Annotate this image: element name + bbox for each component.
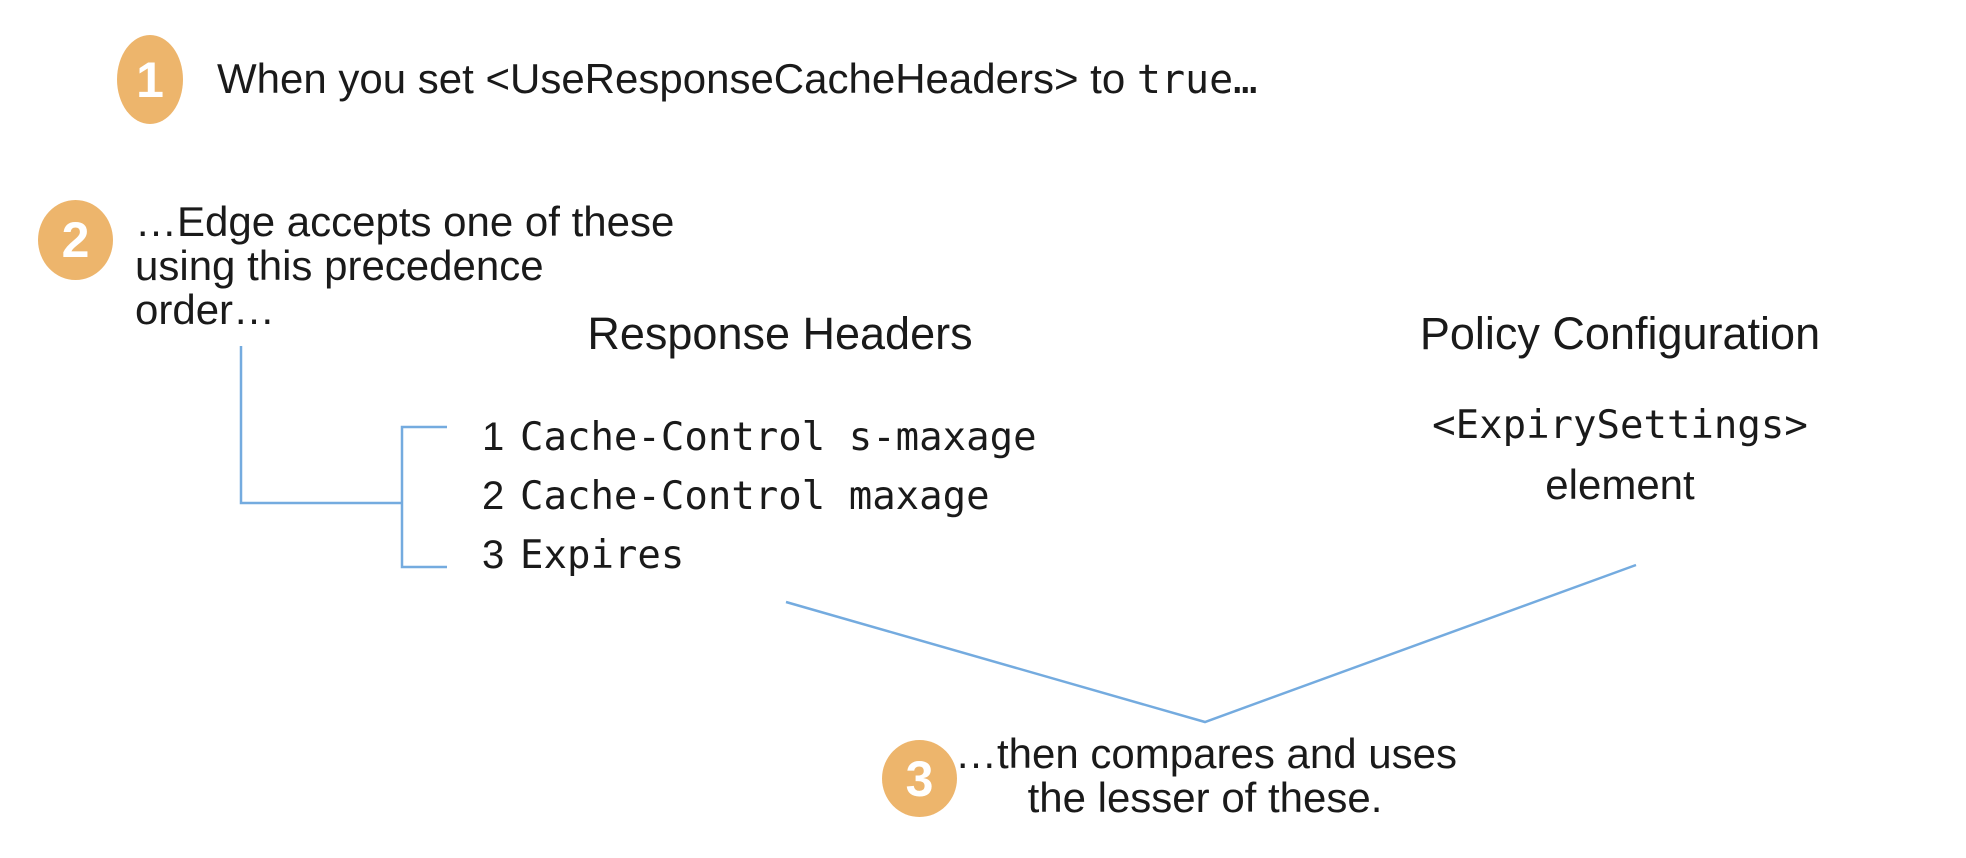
header-item-3-rank: 3 (482, 533, 505, 577)
header-item-1-name: Cache-Control s-maxage (520, 415, 1037, 460)
step1-badge: 1 (117, 35, 183, 124)
step1-text: When you set <UseResponseCacheHeaders> t… (217, 55, 1258, 103)
step1-text-prefix: When you set <UseResponseCacheHeaders> t… (217, 55, 1137, 102)
header-item-3: 3 Expires (482, 526, 1037, 585)
step1-text-code: true… (1136, 57, 1258, 103)
step3-badge: 3 (882, 740, 957, 817)
header-item-1-rank: 1 (482, 415, 505, 459)
header-item-2: 2 Cache-Control maxage (482, 467, 1037, 526)
step1-number: 1 (136, 51, 164, 108)
step2-badge: 2 (38, 200, 113, 280)
step3-text-line1: …then compares and uses (955, 730, 1457, 777)
precedence-bracket-line (400, 425, 447, 569)
step2-number: 2 (61, 212, 90, 268)
header-item-2-name: Cache-Control maxage (520, 474, 990, 519)
compare-v-connector-line (785, 563, 1637, 724)
step3-text: …then compares and uses the lesser of th… (955, 730, 1457, 821)
header-item-2-rank: 2 (482, 474, 505, 518)
header-item-1: 1 Cache-Control s-maxage (482, 408, 1037, 467)
expiry-settings-code: <ExpirySettings> (1432, 403, 1808, 448)
header-item-3-name: Expires (520, 533, 685, 578)
step3-number: 3 (905, 750, 934, 807)
step2-elbow-connector-line (239, 346, 401, 505)
policy-configuration-title: Policy Configuration (1419, 308, 1821, 359)
step2-text-line2: using this precedence (135, 242, 544, 289)
response-headers-title: Response Headers (587, 308, 973, 359)
step2-text: …Edge accepts one of these using this pr… (135, 200, 674, 332)
expiry-settings-label: element (1545, 461, 1695, 508)
step2-text-line1: …Edge accepts one of these (135, 198, 675, 245)
response-headers-list: 1 Cache-Control s-maxage 2 Cache-Control… (482, 408, 1037, 585)
step2-text-line3: order… (135, 286, 276, 333)
step3-text-line2: the lesser of these. (1027, 774, 1383, 821)
